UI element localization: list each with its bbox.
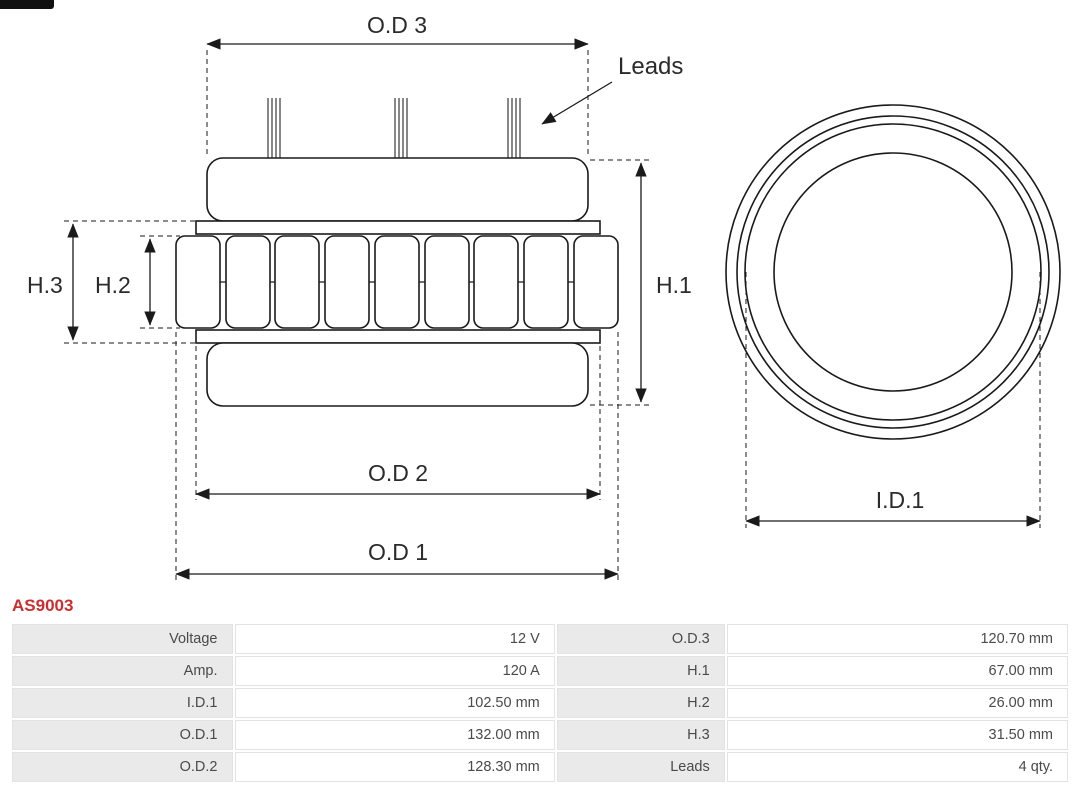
stator-diagram: O.D 3 Leads H.1 H.3 H.2 O.D 2 O.D 1	[27, 12, 1061, 580]
spec-label-cell: H.2	[556, 688, 725, 718]
leads-callout: Leads	[541, 53, 683, 125]
spec-value-cell: 132.00 mm	[234, 720, 555, 750]
spec-label-cell: I.D.1	[12, 688, 233, 718]
spec-value-cell: 12 V	[234, 624, 555, 654]
spec-row: Voltage 12 V O.D.3 120.70 mm	[12, 624, 1068, 654]
dimension-od1: O.D 1	[175, 332, 619, 580]
spec-label-cell: O.D.2	[12, 752, 233, 782]
leads-label: Leads	[618, 53, 683, 80]
spec-row: O.D.2 128.30 mm Leads 4 qty.	[12, 752, 1068, 782]
spec-value-cell: 102.50 mm	[234, 688, 555, 718]
dimension-od3: O.D 3	[206, 12, 589, 156]
spec-label-cell: H.1	[556, 656, 725, 686]
dimension-od2: O.D 2	[195, 346, 601, 500]
dim-label-od2: O.D 2	[368, 460, 428, 486]
spec-table: Voltage 12 V O.D.3 120.70 mm Amp. 120 A …	[10, 622, 1070, 784]
spec-value-cell: 26.00 mm	[726, 688, 1068, 718]
spec-value-cell: 128.30 mm	[234, 752, 555, 782]
spec-value-cell: 67.00 mm	[726, 656, 1068, 686]
stator-leads	[267, 98, 521, 158]
spec-label-cell: Voltage	[12, 624, 233, 654]
spec-table-wrapper: Voltage 12 V O.D.3 120.70 mm Amp. 120 A …	[0, 622, 1080, 784]
dim-label-h2: H.2	[95, 272, 131, 298]
dim-label-od3: O.D 3	[367, 12, 427, 38]
dimension-h2: H.2	[95, 235, 180, 329]
spec-value-cell: 120 A	[234, 656, 555, 686]
spec-label-cell: Amp.	[12, 656, 233, 686]
spec-label-cell: H.3	[556, 720, 725, 750]
dimension-h3: H.3	[27, 220, 198, 344]
dim-label-h3: H.3	[27, 272, 63, 298]
spec-value-cell: 31.50 mm	[726, 720, 1068, 750]
spec-label-cell: O.D.1	[12, 720, 233, 750]
logo-fragment	[0, 0, 54, 9]
spec-value-cell: 120.70 mm	[726, 624, 1068, 654]
spec-label-cell: Leads	[556, 752, 725, 782]
part-number: AS9003	[12, 596, 74, 615]
spec-row: O.D.1 132.00 mm H.3 31.50 mm	[12, 720, 1068, 750]
spec-row: Amp. 120 A H.1 67.00 mm	[12, 656, 1068, 686]
dimension-id1: I.D.1	[745, 272, 1041, 528]
spec-row: I.D.1 102.50 mm H.2 26.00 mm	[12, 688, 1068, 718]
dim-label-id1: I.D.1	[876, 487, 925, 513]
spec-value-cell: 4 qty.	[726, 752, 1068, 782]
stator-side-view	[175, 157, 619, 407]
dim-label-h1: H.1	[656, 272, 692, 298]
spec-label-cell: O.D.3	[556, 624, 725, 654]
stator-front-view	[725, 104, 1061, 440]
dim-label-od1: O.D 1	[368, 539, 428, 565]
